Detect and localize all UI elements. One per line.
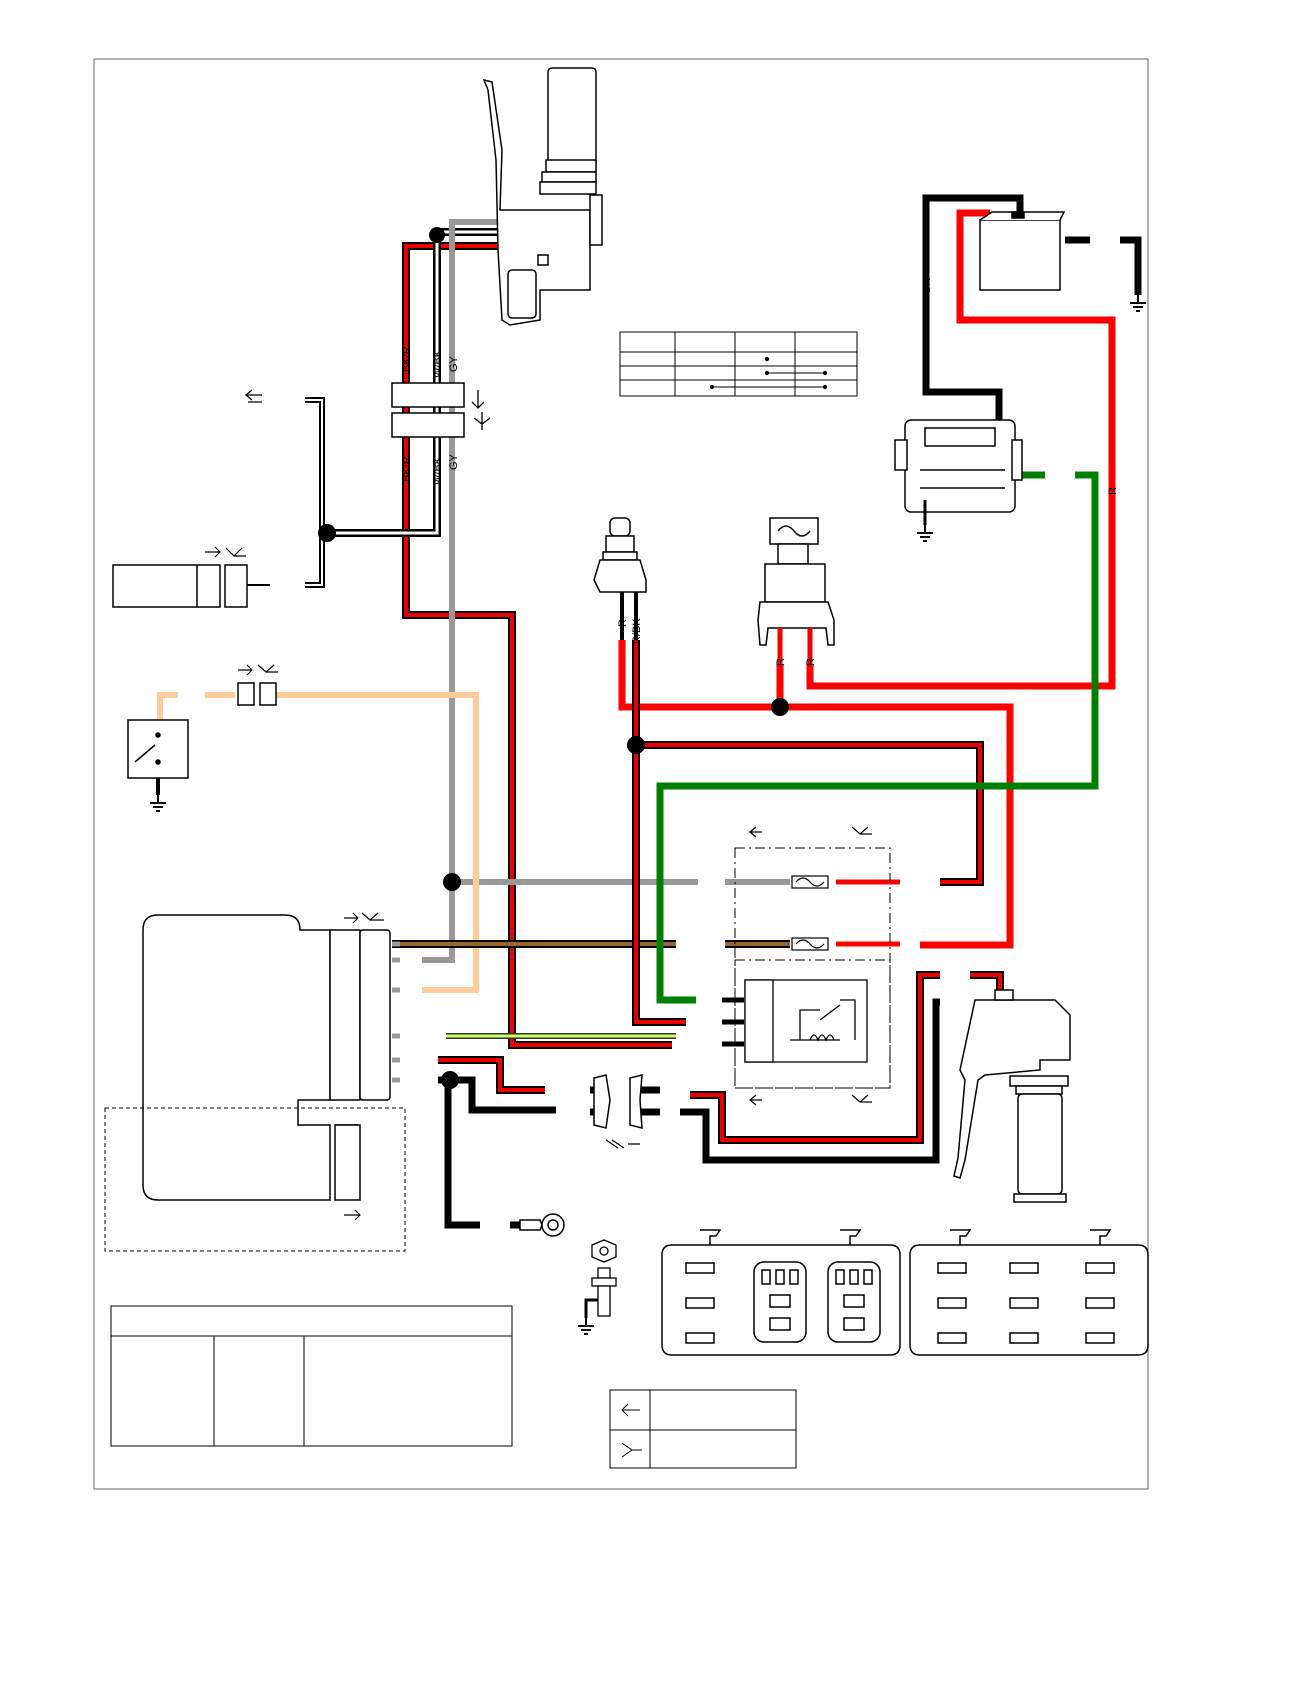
- label-rbk-key: R/BK: [631, 618, 643, 644]
- wire-ecu-black: [438, 1076, 556, 1229]
- label-r-key: R: [617, 619, 629, 627]
- switch-table-dots: [709, 356, 828, 390]
- diagram-frame: [93, 58, 1149, 1490]
- starter-motor: [894, 419, 1023, 525]
- throttle-lever: [953, 989, 1071, 1203]
- label-wbk-low: W/BK: [432, 456, 444, 485]
- label-gy-low: GY: [448, 453, 460, 470]
- relay-arrows: [749, 826, 872, 1106]
- label-bk-battery: BK: [921, 278, 933, 293]
- label-r-fuse-left: R: [775, 658, 787, 666]
- ecu-dashed-area: [104, 1107, 406, 1252]
- wire-throttle-bk: [680, 998, 940, 1164]
- wire-green: [656, 471, 1099, 1004]
- label-wbk-top: W/BK: [432, 349, 444, 378]
- wire-tan: [157, 692, 479, 993]
- switch-table: [619, 331, 858, 397]
- ecu: [142, 914, 391, 1201]
- label-bkr-low: BK/R: [401, 456, 413, 482]
- label-bkr-top: BK/R: [401, 346, 413, 372]
- harness-connector: [391, 382, 465, 438]
- wire-red-lower: [836, 879, 900, 947]
- connector-block-right: [909, 1229, 1149, 1356]
- label-r-starter: R: [1107, 487, 1119, 495]
- wire-wbk-branch: [305, 397, 325, 588]
- connector-block-left: [661, 1229, 901, 1356]
- wire-labels: BK/R W/BK GY BK/R W/BK GY BK R R R/BK R …: [401, 278, 1119, 666]
- connector-arrows-left: [205, 546, 246, 558]
- relay: [744, 979, 868, 1063]
- label-gy-top: GY: [448, 355, 460, 372]
- connector-symbols: [244, 389, 491, 430]
- wire-gy-trunk: [422, 219, 588, 963]
- wire-red-main: [618, 640, 1014, 949]
- splice-connector: [593, 1074, 643, 1129]
- wire-bk-ground: [1065, 236, 1142, 295]
- wires: [157, 194, 1142, 1229]
- switch-left: [127, 682, 277, 795]
- legend-table: [110, 1305, 513, 1447]
- inline-fuses: [791, 875, 829, 951]
- wire-bk-battery: [922, 194, 1024, 422]
- label-r-fuse-right: R: [805, 658, 817, 666]
- ring-terminal: [519, 1213, 565, 1237]
- battery: [979, 211, 1066, 291]
- ground-bolt: [584, 1239, 617, 1318]
- key-switch: [593, 517, 647, 640]
- left-connector: [112, 564, 270, 608]
- junctions: [318, 227, 789, 1089]
- handlebar-switch-top: [482, 67, 603, 326]
- fuse-holder: [757, 517, 835, 665]
- symbol-legend: [609, 1389, 797, 1469]
